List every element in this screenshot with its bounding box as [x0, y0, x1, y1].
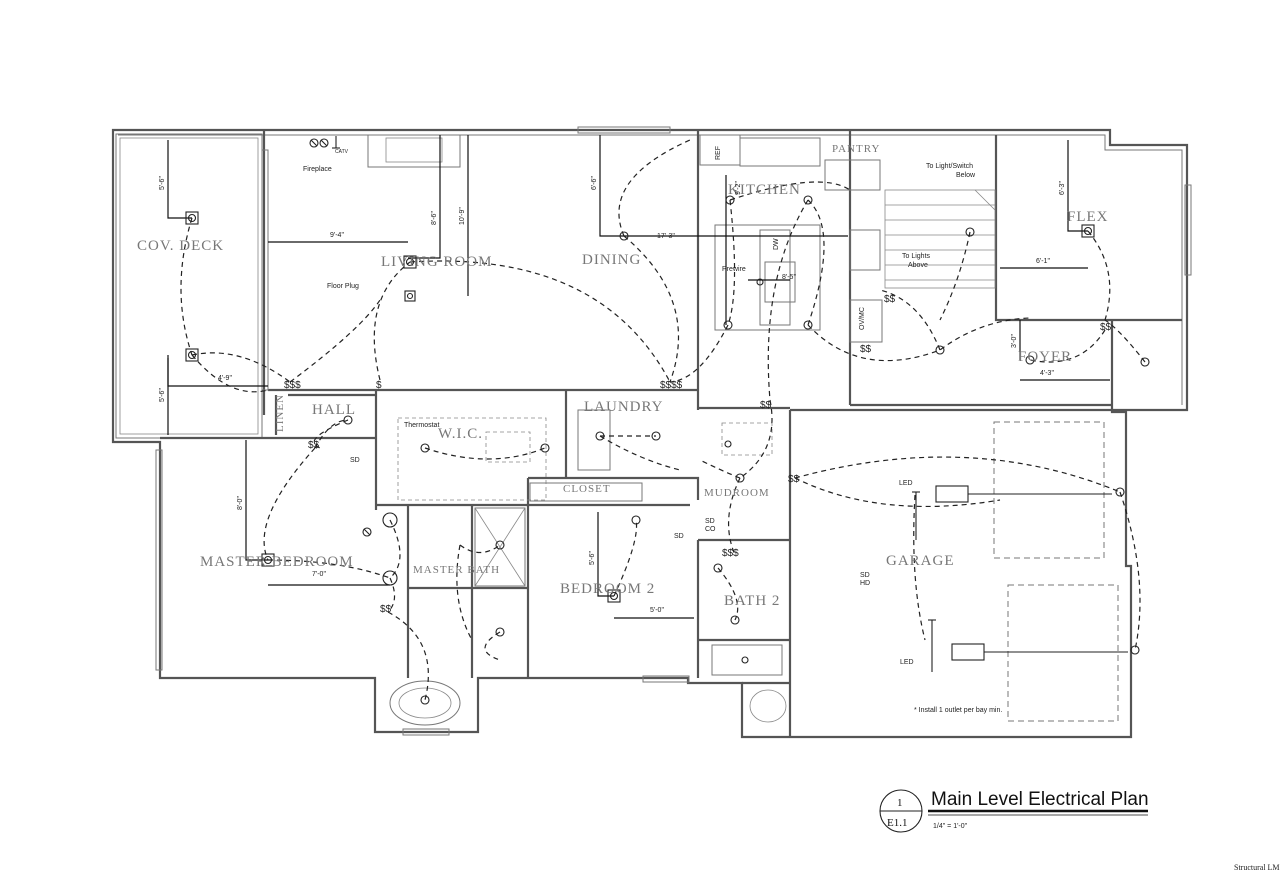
note-floor-plug: Floor Plug	[327, 283, 359, 290]
dim-living-v1: 8'-6"	[431, 211, 438, 225]
switch-marks: $$$ $ $$$$ $$ $$ $$ $$ $$$ $$ $$ $$	[284, 294, 1112, 615]
plan-title: Main Level Electrical Plan	[931, 789, 1149, 810]
note-sd-mud: SD	[705, 518, 715, 525]
room-bath-2: BATH 2	[724, 593, 780, 609]
dim-foyer-h: 4'-3"	[1040, 370, 1054, 377]
dim-master-h: 7'-0"	[312, 571, 326, 578]
dimension-text: 5'-6" 5'-6" 9'-4" 8'-6" 10'-9" 6'-6" 17'…	[159, 176, 1066, 614]
note-sd-mud2: SD	[674, 533, 684, 540]
note-led-1: LED	[899, 480, 913, 487]
note-ovn: OV/MC	[859, 307, 866, 330]
note-below: Below	[956, 172, 976, 179]
note-to-lights: To Lights	[902, 253, 931, 260]
room-labels: COV. DECK LIVING ROOM DINING KITCHEN PAN…	[137, 143, 1109, 609]
switch-s10: $$	[884, 294, 896, 305]
dim-master-v: 8'-0"	[237, 496, 244, 510]
dim-bed2-v: 5'-6"	[589, 551, 596, 565]
room-dining: DINING	[582, 252, 641, 268]
room-linen: LINEN	[274, 394, 286, 432]
room-pantry: PANTRY	[832, 143, 880, 155]
detail-number: 1	[897, 797, 903, 809]
circuit-runs	[180, 139, 1146, 701]
dim-flex-v: 6'-3"	[1059, 181, 1066, 195]
switch-s1: $$$	[284, 380, 301, 391]
annotations: Fireplace CATV Floor Plug Thermostat To …	[303, 146, 1002, 714]
room-master-bedroom: MASTER BEDROOM	[200, 554, 354, 570]
switch-s7: $$	[380, 604, 392, 615]
credit-text: Structural LM	[1234, 863, 1280, 872]
room-closet: CLOSET	[563, 483, 611, 495]
note-hd-garage: HD	[860, 580, 870, 587]
note-to-light-switch: To Light/Switch	[926, 163, 973, 170]
switch-s6: $$	[308, 440, 320, 451]
walls	[111, 126, 1192, 739]
dim-flex-h: 6'-1"	[1036, 258, 1050, 265]
dim-bed2-h: 5'-0"	[650, 607, 664, 614]
dim-kitchen-h: 8'-5"	[782, 274, 796, 281]
switch-s11: $$	[788, 474, 800, 485]
room-bedroom-2: BEDROOM 2	[560, 581, 655, 597]
dim-deck-bottom: 5'-6"	[159, 388, 166, 402]
room-foyer: FOYER	[1018, 349, 1072, 365]
dim-kitchen-v: 9'-2"	[735, 181, 742, 195]
dim-dining-h: 17'-3"	[657, 233, 675, 240]
switch-s4: $$	[760, 400, 772, 411]
note-sd-garage: SD	[860, 572, 870, 579]
fixtures	[185, 136, 1150, 705]
room-wic: W.I.C.	[438, 426, 483, 442]
note-thermostat: Thermostat	[404, 422, 439, 429]
switch-s2: $	[376, 380, 382, 391]
room-hall: HALL	[312, 402, 356, 418]
dim-deck-top: 5'-6"	[159, 176, 166, 190]
room-living-room: LIVING ROOM	[381, 254, 492, 270]
room-master-bath: MASTER BATH	[413, 564, 500, 576]
dim-living-h: 9'-4"	[330, 232, 344, 239]
room-cov-deck: COV. DECK	[137, 238, 224, 254]
switch-s5: $$	[860, 344, 872, 355]
switch-s8: $$$	[722, 548, 739, 559]
room-laundry: LAUNDRY	[584, 399, 664, 415]
dimension-lines	[167, 135, 1110, 619]
note-fireplace: Fireplace	[303, 166, 332, 173]
room-flex: FLEX	[1067, 209, 1109, 225]
dim-foyer-v: 3'-0"	[1011, 334, 1018, 348]
switch-s9: $$	[1100, 322, 1112, 333]
note-prewire: Prewire	[722, 266, 746, 273]
room-garage: GARAGE	[886, 553, 955, 569]
room-mudroom: MUDROOM	[704, 487, 770, 499]
sheet-number: E1.1	[887, 817, 907, 829]
dim-living-v2: 10'-9"	[459, 207, 466, 225]
switch-s3: $$$$	[660, 380, 683, 391]
note-co-mud: CO	[705, 526, 716, 533]
note-dw: DW	[773, 238, 780, 250]
note-ref: REF	[715, 146, 722, 160]
title-block: 1 E1.1 Main Level Electrical Plan 1/4" =…	[879, 789, 1149, 833]
plan-scale: 1/4" = 1'-0"	[933, 823, 968, 830]
note-catv: CATV	[335, 149, 349, 155]
note-above: Above	[908, 262, 928, 269]
note-led-2: LED	[900, 659, 914, 666]
note-install-outlet: * Install 1 outlet per bay min.	[914, 707, 1002, 714]
note-sd-hall: SD	[350, 457, 360, 464]
dim-dining-v: 6'-6"	[591, 176, 598, 190]
dim-deck-h: 4'-9"	[218, 375, 232, 382]
room-kitchen: KITCHEN	[728, 182, 801, 198]
